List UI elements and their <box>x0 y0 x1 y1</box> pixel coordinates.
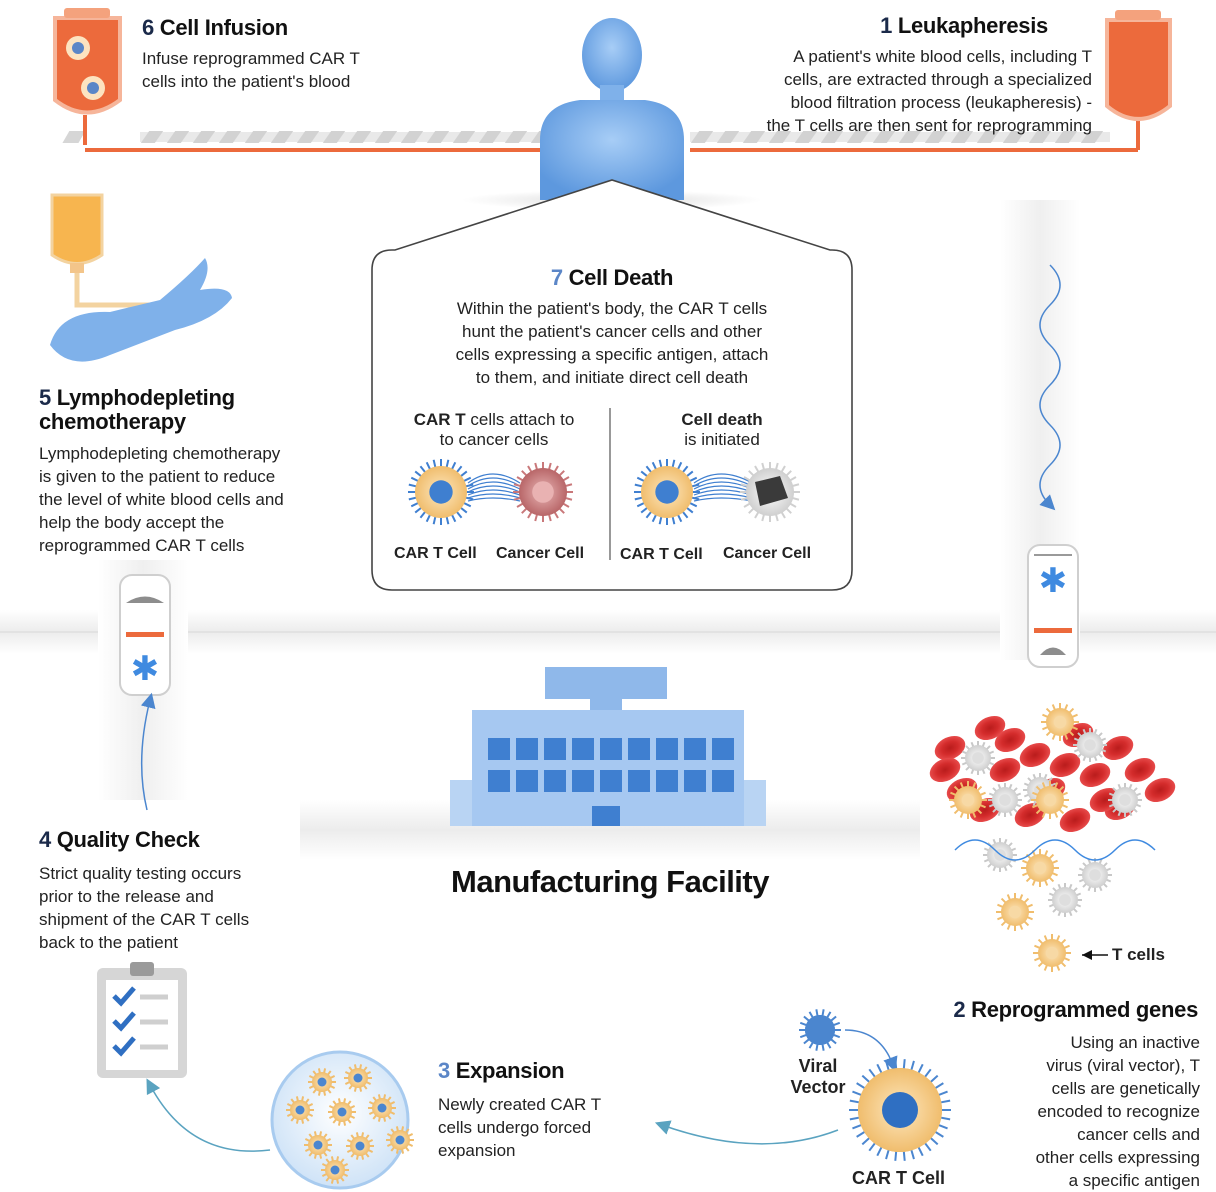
step3-title: Expansion <box>455 1058 565 1083</box>
step2-line: cells are genetically <box>1051 1079 1200 1098</box>
step1-body: A patient's white blood cells, including… <box>767 45 1092 137</box>
label-cancer-left: Cancer Cell <box>496 545 585 562</box>
step6-body: Infuse reprogrammed CAR T cells into the… <box>142 47 360 93</box>
step1-number: 1 <box>880 13 892 38</box>
car-t-cell-attach-icon <box>408 459 521 525</box>
step5-line: is given to the patient to reduce <box>39 467 276 486</box>
left-caption-line2: to cancer cells <box>439 430 549 449</box>
step3-number: 3 <box>438 1058 450 1083</box>
step4-line: back to the patient <box>39 933 178 952</box>
step7-number: 7 <box>550 265 563 290</box>
cancer-cell-attach-icon <box>513 462 573 522</box>
step5-line: reprogrammed CAR T cells <box>39 536 245 555</box>
step6-heading: 6 Cell Infusion <box>142 15 288 41</box>
ambulance-right-icon: ✱ <box>1027 544 1079 668</box>
quality-clipboard-icon <box>97 962 187 1078</box>
step6-title: Cell Infusion <box>159 15 288 40</box>
step4-title: Quality Check <box>56 827 200 852</box>
step7-line: cells expressing a specific antigen, att… <box>455 345 769 364</box>
step2-heading: 2 Reprogrammed genes <box>953 997 1198 1023</box>
step1-line: the T cells are then sent for reprogramm… <box>766 116 1092 135</box>
svg-text:✱: ✱ <box>131 649 160 689</box>
step7-line: Within the patient's body, the CAR T cel… <box>456 299 768 318</box>
step7-heading: 7 Cell Death <box>372 265 852 291</box>
label-cancer-right: Cancer Cell <box>723 545 812 562</box>
cell-death-right-caption: Cell death is initiated <box>612 410 832 450</box>
step2-number: 2 <box>953 997 966 1022</box>
blood-bag-infusion-icon <box>53 8 122 115</box>
right-caption-line2: is initiated <box>684 430 760 449</box>
step6-number: 6 <box>142 15 154 40</box>
step3-line: Newly created CAR T <box>438 1095 602 1114</box>
left-caption-rest: cells attach to <box>465 410 575 429</box>
t-cells-label: T cells <box>1112 945 1165 964</box>
step1-title: Leukapheresis <box>897 13 1048 38</box>
cell-death-callout-box <box>371 179 853 591</box>
manufacturing-facility-icon <box>450 667 766 826</box>
cell-death-left-caption: CAR T cells attach to to cancer cells <box>380 410 608 450</box>
facility-title: Manufacturing Facility <box>451 864 769 899</box>
step5-line: Lymphodepleting chemotherapy <box>39 444 281 463</box>
step4-number: 4 <box>39 827 51 852</box>
step4-line: shipment of the CAR T cells <box>39 910 250 929</box>
svg-text:✱: ✱ <box>1039 561 1068 601</box>
step4-body: Strict quality testing occurs prior to t… <box>39 862 249 954</box>
step5-heading: 5 Lymphodepleting chemotherapy <box>39 386 235 434</box>
step7-line: hunt the patient's cancer cells and othe… <box>462 322 762 341</box>
right-caption-bold: Cell death <box>681 410 763 429</box>
step4-heading: 4 Quality Check <box>39 827 200 853</box>
step1-line: blood filtration process (leukapheresis)… <box>790 93 1092 112</box>
step2-line: cancer cells and <box>1077 1125 1200 1144</box>
step2-title: Reprogrammed genes <box>971 997 1198 1022</box>
step1-line: cells, are extracted through a specializ… <box>783 70 1092 89</box>
step5-line: help the body accept the <box>39 513 225 532</box>
viral-vector-line2: Vector <box>790 1077 846 1097</box>
label-cart-right: CAR T Cell <box>620 546 703 563</box>
left-caption-bold: CAR T <box>413 410 466 429</box>
step2-line: Using an inactive <box>1070 1033 1200 1052</box>
step2-line: encoded to recognize <box>1037 1102 1200 1121</box>
step7-title: Cell Death <box>568 265 674 290</box>
step2-line: virus (viral vector), T <box>1046 1056 1200 1075</box>
viral-vector-icon <box>799 1009 841 1051</box>
step7-line: to them, and initiate direct cell death <box>475 368 749 387</box>
car-t-cell-kill-icon <box>634 459 753 525</box>
label-cart-left: CAR T Cell <box>394 545 477 562</box>
viral-vector-line1: Viral <box>798 1056 838 1076</box>
step3-body: Newly created CAR T cells undergo forced… <box>438 1093 601 1162</box>
step4-line: prior to the release and <box>39 887 214 906</box>
step3-line: cells undergo forced <box>438 1118 592 1137</box>
step5-title-line2: chemotherapy <box>39 409 186 434</box>
step5-body: Lymphodepleting chemotherapy is given to… <box>39 442 284 557</box>
step6-line: Infuse reprogrammed CAR T <box>142 49 360 68</box>
blood-flow-squiggle <box>1039 264 1061 511</box>
iv-arm-icon <box>50 193 232 362</box>
top-pipe-right <box>690 120 1140 152</box>
step2-line: a specific antigen <box>1068 1171 1200 1190</box>
ambulance-left-icon: ✱ <box>119 574 171 696</box>
step1-heading: 1 Leukapheresis <box>880 13 1048 39</box>
step2-body: Using an inactive virus (viral vector), … <box>1036 1031 1200 1192</box>
blood-bag-leukapheresis-icon <box>1105 10 1172 121</box>
step7-body: Within the patient's body, the CAR T cel… <box>372 297 852 389</box>
step2-line: other cells expressing <box>1035 1148 1200 1167</box>
step4-line: Strict quality testing occurs <box>39 864 242 883</box>
viral-vector-label: Viral Vector <box>785 1056 851 1098</box>
step5-title-line1: Lymphodepleting <box>56 385 235 410</box>
car-t-cell-large-icon <box>849 1059 951 1161</box>
step6-line: cells into the patient's blood <box>142 72 351 91</box>
step5-line: the level of white blood cells and <box>39 490 284 509</box>
blood-cell-cluster <box>929 703 1176 972</box>
expansion-petri-dish-icon <box>270 1050 414 1190</box>
step1-line: A patient's white blood cells, including… <box>793 47 1092 66</box>
step5-number: 5 <box>39 385 51 410</box>
dying-cancer-cell-icon <box>740 462 800 522</box>
step3-line: expansion <box>438 1141 516 1160</box>
step3-heading: 3 Expansion <box>438 1058 565 1084</box>
car-t-cell-label: CAR T Cell <box>852 1168 946 1188</box>
